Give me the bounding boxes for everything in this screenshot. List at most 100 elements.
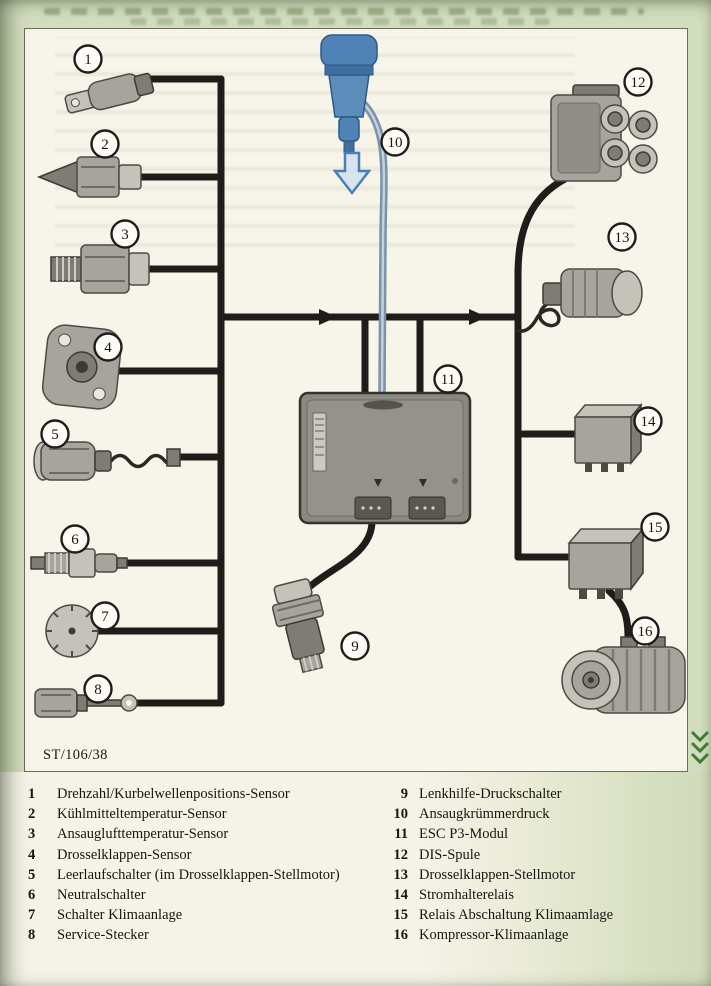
legend-item-number: 9 bbox=[400, 786, 408, 802]
svg-text:10: 10 bbox=[388, 135, 403, 151]
svg-text:2: 2 bbox=[101, 137, 109, 153]
callout-8: 8 bbox=[83, 674, 113, 704]
callout-6: 6 bbox=[60, 524, 90, 554]
legend-item-number: 4 bbox=[28, 846, 36, 863]
legend-item: 6 Neutralschalter bbox=[28, 887, 360, 905]
scan-bleed-artifact bbox=[44, 8, 644, 15]
callout-12: 12 bbox=[623, 67, 653, 97]
legend-item-number: 3 bbox=[28, 826, 36, 843]
legend-item-number: 12 bbox=[393, 846, 409, 863]
component-map-sensor bbox=[320, 34, 378, 196]
legend-item: 10 Ansaugkrümmerdruck bbox=[384, 806, 704, 824]
callout-1: 1 bbox=[73, 44, 103, 74]
svg-text:13: 13 bbox=[615, 230, 630, 246]
component-neutral-switch bbox=[30, 548, 128, 578]
legend-item-label: Kühlmitteltemperatur-Sensor bbox=[57, 806, 227, 823]
legend-item: 15 Relais Abschaltung Klimaamlage bbox=[384, 907, 704, 925]
legend-item-number: 5 bbox=[28, 866, 36, 883]
legend-item-number: 16 bbox=[393, 927, 409, 944]
svg-text:5: 5 bbox=[51, 427, 59, 443]
callout-15: 15 bbox=[640, 512, 670, 542]
svg-text:4: 4 bbox=[104, 340, 112, 356]
legend-column-right: 9 Lenkhilfe-Druckschalter 10 Ansaugkrümm… bbox=[384, 786, 704, 948]
component-crankshaft-position-sensor bbox=[64, 72, 155, 114]
legend-item-number: 15 bbox=[393, 907, 409, 924]
legend-item: 3 Ansauglufttemperatur-Sensor bbox=[28, 826, 360, 844]
legend-item-label: Stromhalterelais bbox=[419, 886, 515, 903]
legend-item-label: Ansauglufttemperatur-Sensor bbox=[57, 826, 229, 843]
flow-arrow-right bbox=[469, 309, 487, 325]
scan-bleed-artifact bbox=[130, 18, 550, 25]
svg-text:15: 15 bbox=[648, 520, 663, 536]
legend-item-number: 6 bbox=[28, 886, 36, 903]
component-coolant-temp-sensor bbox=[36, 156, 142, 198]
svg-text:3: 3 bbox=[121, 227, 129, 243]
legend-item-number: 7 bbox=[28, 907, 36, 924]
callout-4: 4 bbox=[93, 332, 123, 362]
legend-item: 12 DIS-Spule bbox=[384, 847, 704, 865]
legend-item-label: Kompressor-Klimaanlage bbox=[419, 927, 569, 944]
component-ac-compressor bbox=[561, 636, 686, 714]
legend-item-number: 13 bbox=[393, 866, 409, 883]
legend-item: 14 Stromhalterelais bbox=[384, 887, 704, 905]
legend-item-number: 1 bbox=[28, 786, 36, 802]
legend-item: 2 Kühlmitteltemperatur-Sensor bbox=[28, 806, 360, 824]
svg-text:8: 8 bbox=[94, 682, 102, 698]
component-idle-switch-actuator bbox=[33, 441, 112, 481]
legend-column-left: 1 Drehzahl/Kurbelwellenpositions-Sensor … bbox=[28, 786, 360, 948]
callout-2: 2 bbox=[90, 129, 120, 159]
component-service-connector bbox=[34, 688, 138, 718]
legend-item-label: ESC P3-Modul bbox=[419, 826, 509, 843]
diagram-panel: 1 2 3 4 5 6 7 8 9 10 11 12 bbox=[24, 28, 688, 772]
wire-compressor bbox=[605, 587, 632, 641]
callout-10: 10 bbox=[380, 127, 410, 157]
legend-item: 9 Lenkhilfe-Druckschalter bbox=[384, 786, 704, 804]
wire-pressure-switch bbox=[303, 517, 376, 593]
callout-3: 3 bbox=[110, 219, 140, 249]
callout-5: 5 bbox=[40, 419, 70, 449]
svg-text:11: 11 bbox=[441, 372, 455, 388]
wire-dis-coil bbox=[514, 175, 569, 278]
legend-item-label: Drehzahl/Kurbelwellenpositions-Sensor bbox=[57, 786, 290, 802]
legend-item: 4 Drosselklappen-Sensor bbox=[28, 847, 360, 865]
svg-text:12: 12 bbox=[631, 75, 646, 91]
legend-item: 7 Schalter Klimaanlage bbox=[28, 907, 360, 925]
idle-switch-plug bbox=[166, 448, 181, 467]
legend-item-label: Lenkhilfe-Druckschalter bbox=[419, 786, 562, 802]
legend-item-label: Relais Abschaltung Klimaamlage bbox=[419, 907, 614, 924]
flow-arrow-left bbox=[319, 309, 337, 325]
component-power-steering-pressure-switch bbox=[271, 578, 325, 674]
callout-14: 14 bbox=[633, 406, 663, 436]
svg-text:6: 6 bbox=[71, 532, 79, 548]
wiring-diagram: 1 2 3 4 5 6 7 8 9 10 11 12 bbox=[30, 34, 686, 718]
map-sensor-tube bbox=[357, 97, 388, 395]
page-edge-marker-icon bbox=[690, 726, 710, 773]
legend-item-label: Ansaugkrümmerdruck bbox=[419, 806, 550, 823]
component-current-hold-relay bbox=[573, 402, 643, 472]
legend-item: 8 Service-Stecker bbox=[28, 927, 360, 945]
component-ac-cutoff-relay bbox=[567, 526, 645, 599]
legend-item: 5 Leerlaufschalter (im Drosselklappen-St… bbox=[28, 867, 360, 885]
throttle-actuator-cable bbox=[516, 299, 561, 333]
legend-item: 16 Kompressor-Klimaanlage bbox=[384, 927, 704, 945]
component-ac-switch bbox=[45, 604, 99, 658]
legend-item-number: 8 bbox=[28, 927, 36, 944]
callout-9: 9 bbox=[340, 631, 370, 661]
legend-item: 1 Drehzahl/Kurbelwellenpositions-Sensor bbox=[28, 786, 360, 804]
component-throttle-actuator bbox=[542, 268, 643, 318]
legend-background bbox=[0, 772, 711, 986]
svg-text:14: 14 bbox=[641, 414, 657, 430]
callout-11: 11 bbox=[433, 364, 463, 394]
legend-item-label: Drosselklappen-Sensor bbox=[57, 846, 192, 863]
legend-item-label: Leerlaufschalter (im Drosselklappen-Stel… bbox=[57, 866, 340, 883]
legend-item-label: DIS-Spule bbox=[419, 846, 481, 863]
legend-item: 13 Drosselklappen-Stellmotor bbox=[384, 867, 704, 885]
airflow-arrow bbox=[332, 151, 372, 196]
legend-item-label: Drosselklappen-Stellmotor bbox=[419, 866, 576, 883]
figure-code: ST/106/38 bbox=[43, 747, 108, 763]
legend-item-number: 11 bbox=[394, 826, 408, 843]
component-esc-module bbox=[298, 391, 472, 525]
svg-text:7: 7 bbox=[101, 609, 109, 625]
legend-item-number: 2 bbox=[28, 806, 36, 823]
legend-item-label: Neutralschalter bbox=[57, 886, 146, 903]
